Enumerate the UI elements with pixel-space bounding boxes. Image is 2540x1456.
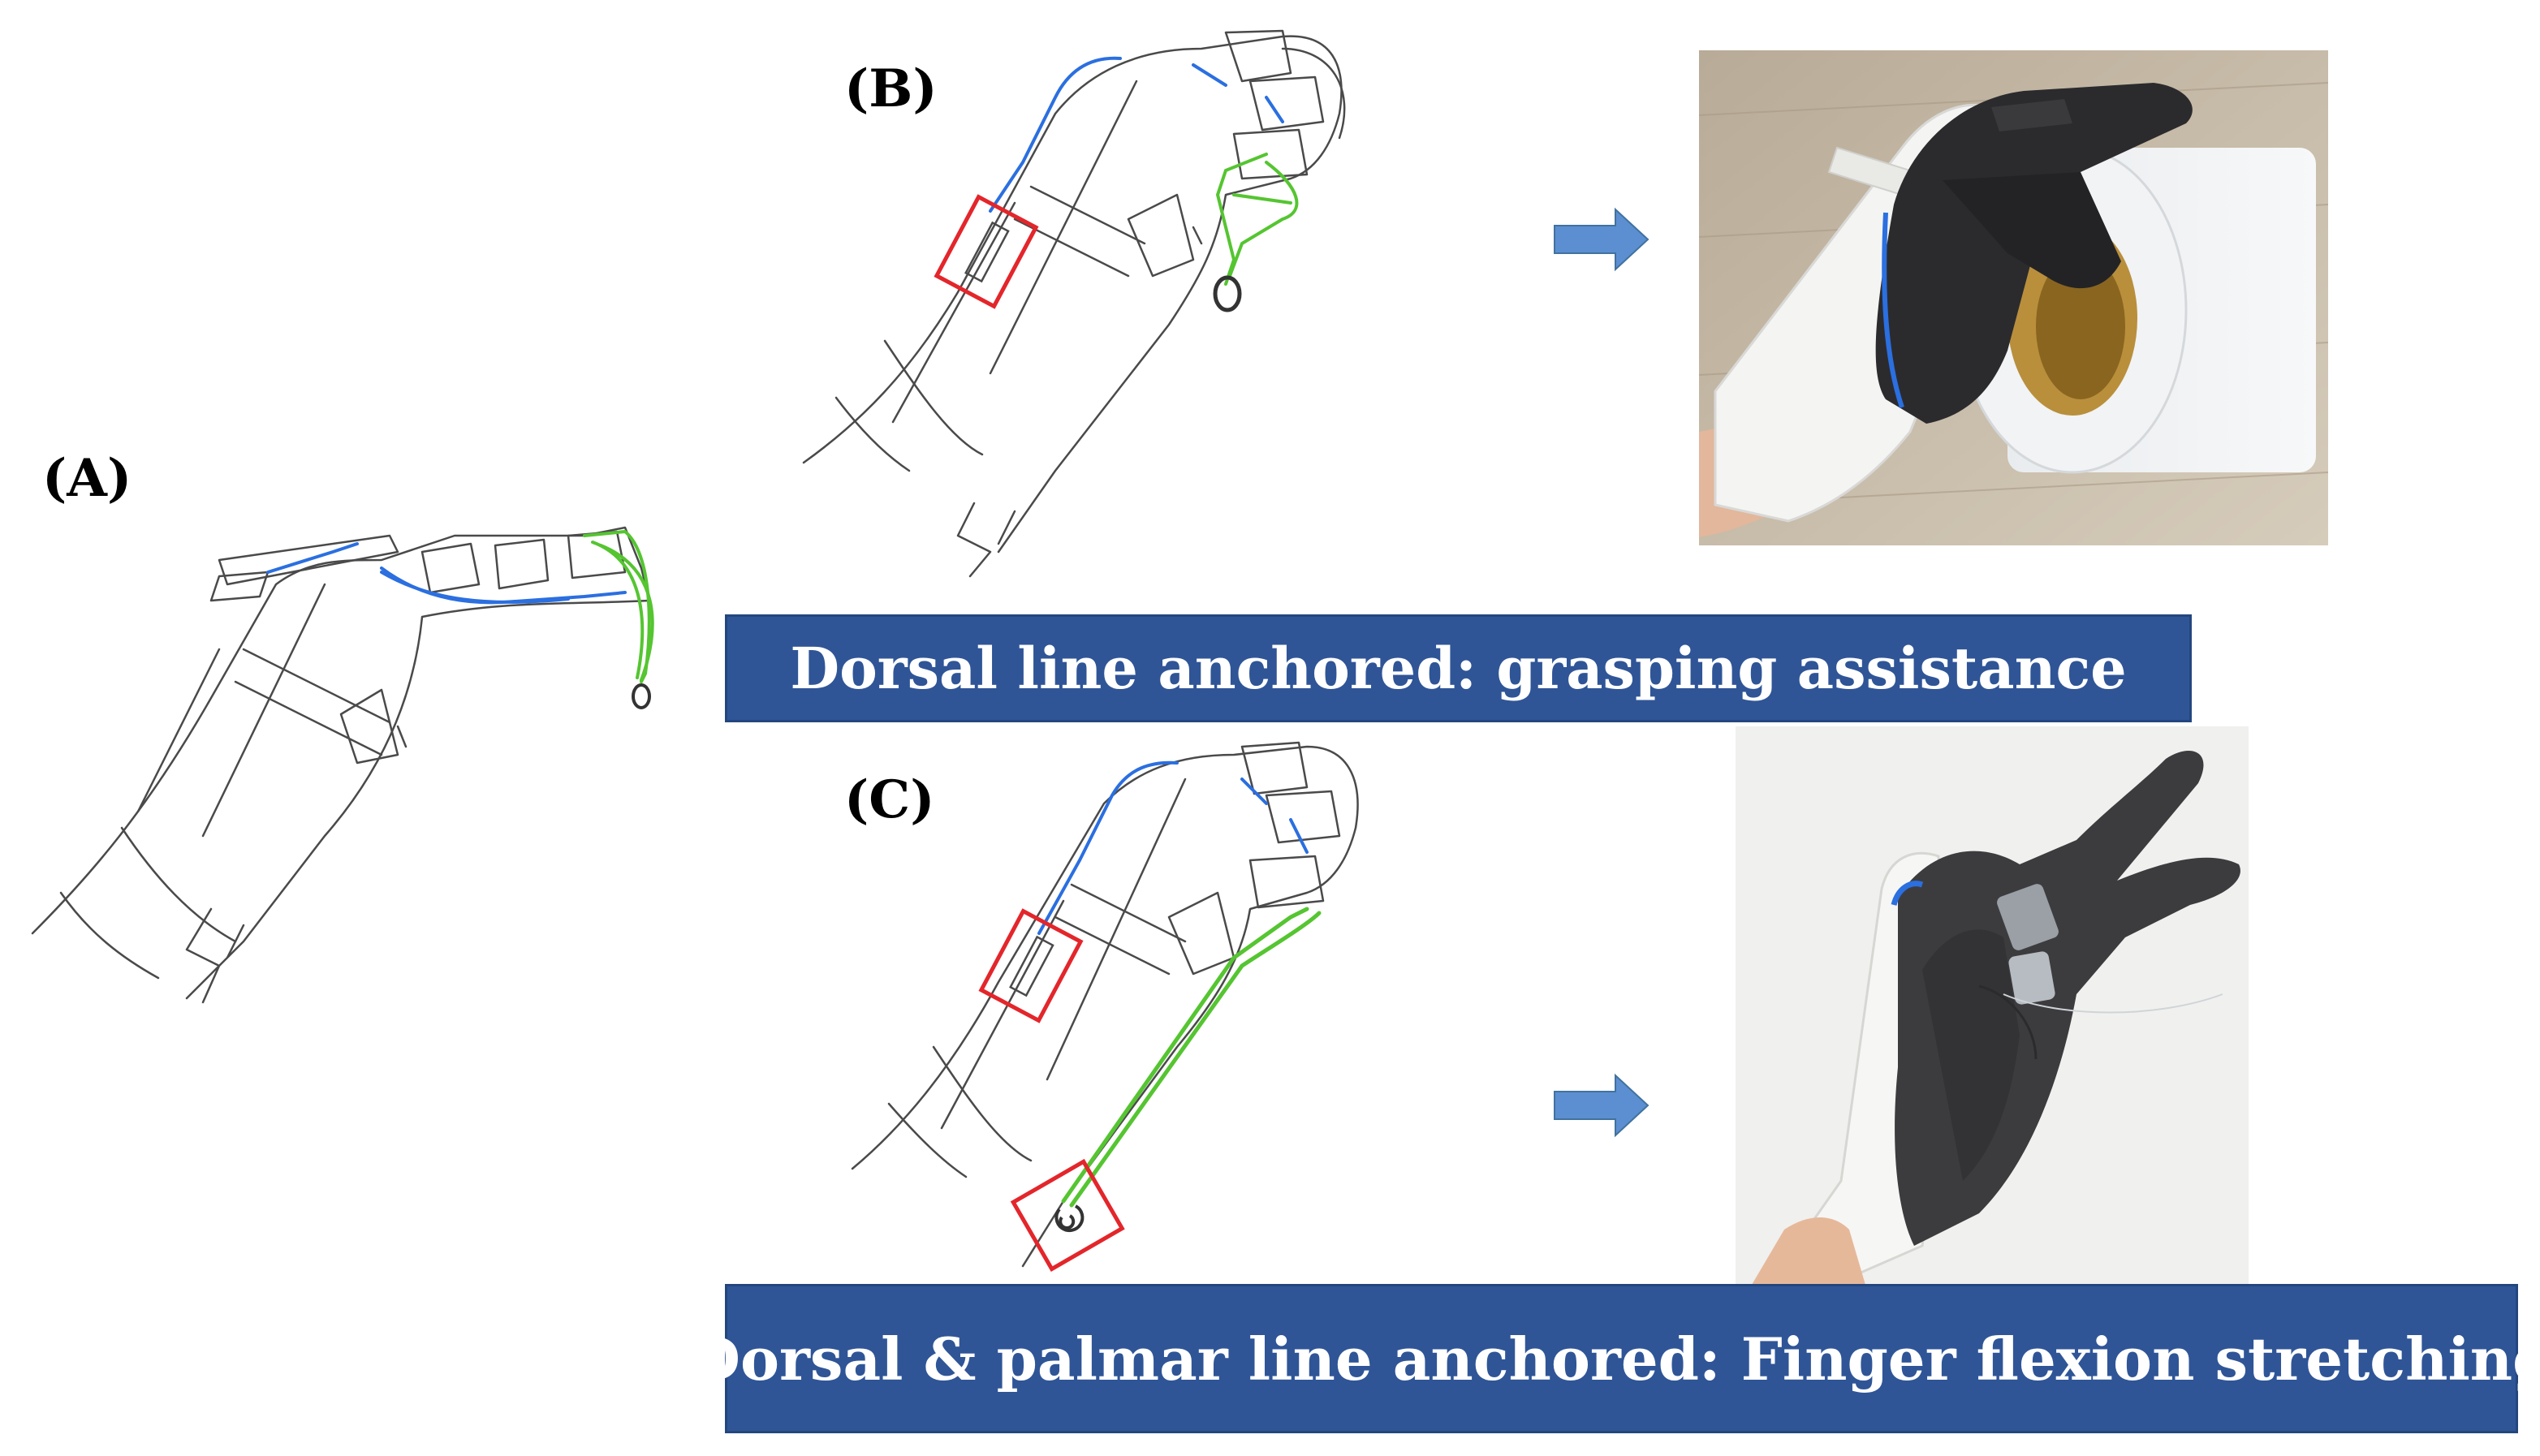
sketch-a-palmar-line (583, 529, 654, 683)
arrow-b (1554, 207, 1649, 272)
sketch-a-open-hand (31, 526, 651, 1004)
sketch-b-palmar-line (1215, 153, 1299, 286)
sketch-c-palmar-line (1061, 907, 1322, 1208)
banner-dorsal-grasping: Dorsal line anchored: grasping assistanc… (725, 614, 2192, 722)
banner-dorsal-palmar-stretching: Dorsal & palmar line anchored: Finger fl… (690, 1284, 2540, 1433)
sketch-a-ring (632, 683, 651, 709)
sketch-c-fist (851, 741, 1359, 1268)
sketch-b-dorsal-line (989, 56, 1284, 213)
panel-label-b: (B) (844, 58, 938, 119)
sketch-b-ring (1213, 275, 1242, 312)
sketch-c-dorsal-line (1037, 760, 1309, 935)
arrow-c (1554, 1073, 1649, 1138)
sketch-c-anchor-box-top (978, 908, 1084, 1023)
sketch-c-anchor-box-bottom (1010, 1158, 1125, 1272)
sketch-c-anchor-block (1009, 935, 1054, 997)
sketch-b-fist (802, 29, 1346, 578)
panel-label-c: (C) (844, 769, 935, 830)
sketch-b-anchor-box (934, 194, 1039, 309)
photo-b-grasping (1699, 50, 2328, 545)
sketch-c-anchor-ring (1054, 1204, 1085, 1233)
panel-label-a: (A) (42, 448, 132, 509)
sketch-b-anchor-block (964, 221, 1010, 283)
photo-c-stretching (1736, 726, 2249, 1285)
sketch-a-dorsal-line (266, 542, 627, 605)
